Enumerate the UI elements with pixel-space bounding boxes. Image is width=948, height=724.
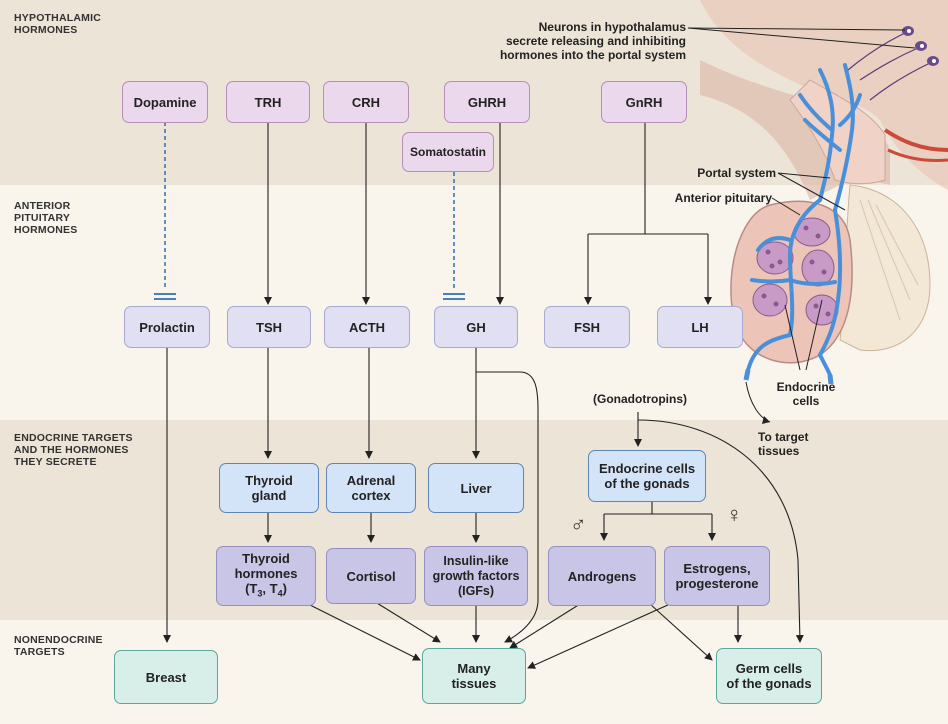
thyroid-hormones-line3: (T3, T4)	[245, 580, 287, 599]
crh-box: CRH	[323, 81, 409, 123]
dopamine-box: Dopamine	[122, 81, 208, 123]
t3-letter: T	[249, 580, 258, 596]
prolactin-box: Prolactin	[124, 306, 210, 348]
fsh-box: FSH	[544, 306, 630, 348]
lh-box: LH	[657, 306, 743, 348]
anterior-pituitary-label: Anterior pituitary	[674, 191, 772, 205]
trh-box: TRH	[226, 81, 310, 123]
to-target-tissues-label: To target tissues	[758, 430, 809, 458]
t3-subscript: 3	[257, 588, 263, 599]
section-label-hypothalamic: HYPOTHALAMIC HORMONES	[14, 12, 101, 36]
liver-box: Liver	[428, 463, 524, 513]
tsh-box: TSH	[227, 306, 311, 348]
igfs-box: Insulin-like growth factors (IGFs)	[424, 546, 528, 606]
gonad-endocrine-cells-box: Endocrine cells of the gonads	[588, 450, 706, 502]
breast-box: Breast	[114, 650, 218, 704]
gonadotropins-label: (Gonadotropins)	[593, 392, 687, 406]
neurons-label: Neurons in hypothalamus secrete releasin…	[499, 20, 686, 62]
section-label-endocrine-targets: ENDOCRINE TARGETS AND THE HORMONES THEY …	[14, 432, 133, 468]
thyroid-gland-box: Thyroid gland	[219, 463, 319, 513]
thyroid-hormones-box: Thyroid hormones (T3, T4)	[216, 546, 316, 606]
t4-letter: , T	[262, 580, 278, 596]
male-symbol-icon: ♂	[570, 512, 587, 537]
t4-subscript: 4	[277, 588, 283, 599]
gh-box: GH	[434, 306, 518, 348]
female-symbol-icon: ♀	[726, 502, 743, 527]
cortisol-box: Cortisol	[326, 548, 416, 604]
androgens-box: Androgens	[548, 546, 656, 606]
many-tissues-box: Many tissues	[422, 648, 526, 704]
estrogens-progesterone-box: Estrogens, progesterone	[664, 546, 770, 606]
thyroid-hormones-line1: Thyroid	[242, 550, 290, 566]
section-label-nonendocrine: NONENDOCRINE TARGETS	[14, 634, 103, 658]
adrenal-cortex-box: Adrenal cortex	[326, 463, 416, 513]
endocrine-cells-label: Endocrine cells	[776, 380, 836, 408]
somatostatin-box: Somatostatin	[402, 132, 494, 172]
acth-box: ACTH	[324, 306, 410, 348]
thyroid-hormones-line2: hormones	[234, 565, 298, 581]
gnrh-box: GnRH	[601, 81, 687, 123]
section-label-anterior-pituitary: ANTERIOR PITUITARY HORMONES	[14, 200, 78, 236]
germ-cells-box: Germ cells of the gonads	[716, 648, 822, 704]
ghrh-box: GHRH	[444, 81, 530, 123]
portal-system-label: Portal system	[697, 166, 776, 180]
